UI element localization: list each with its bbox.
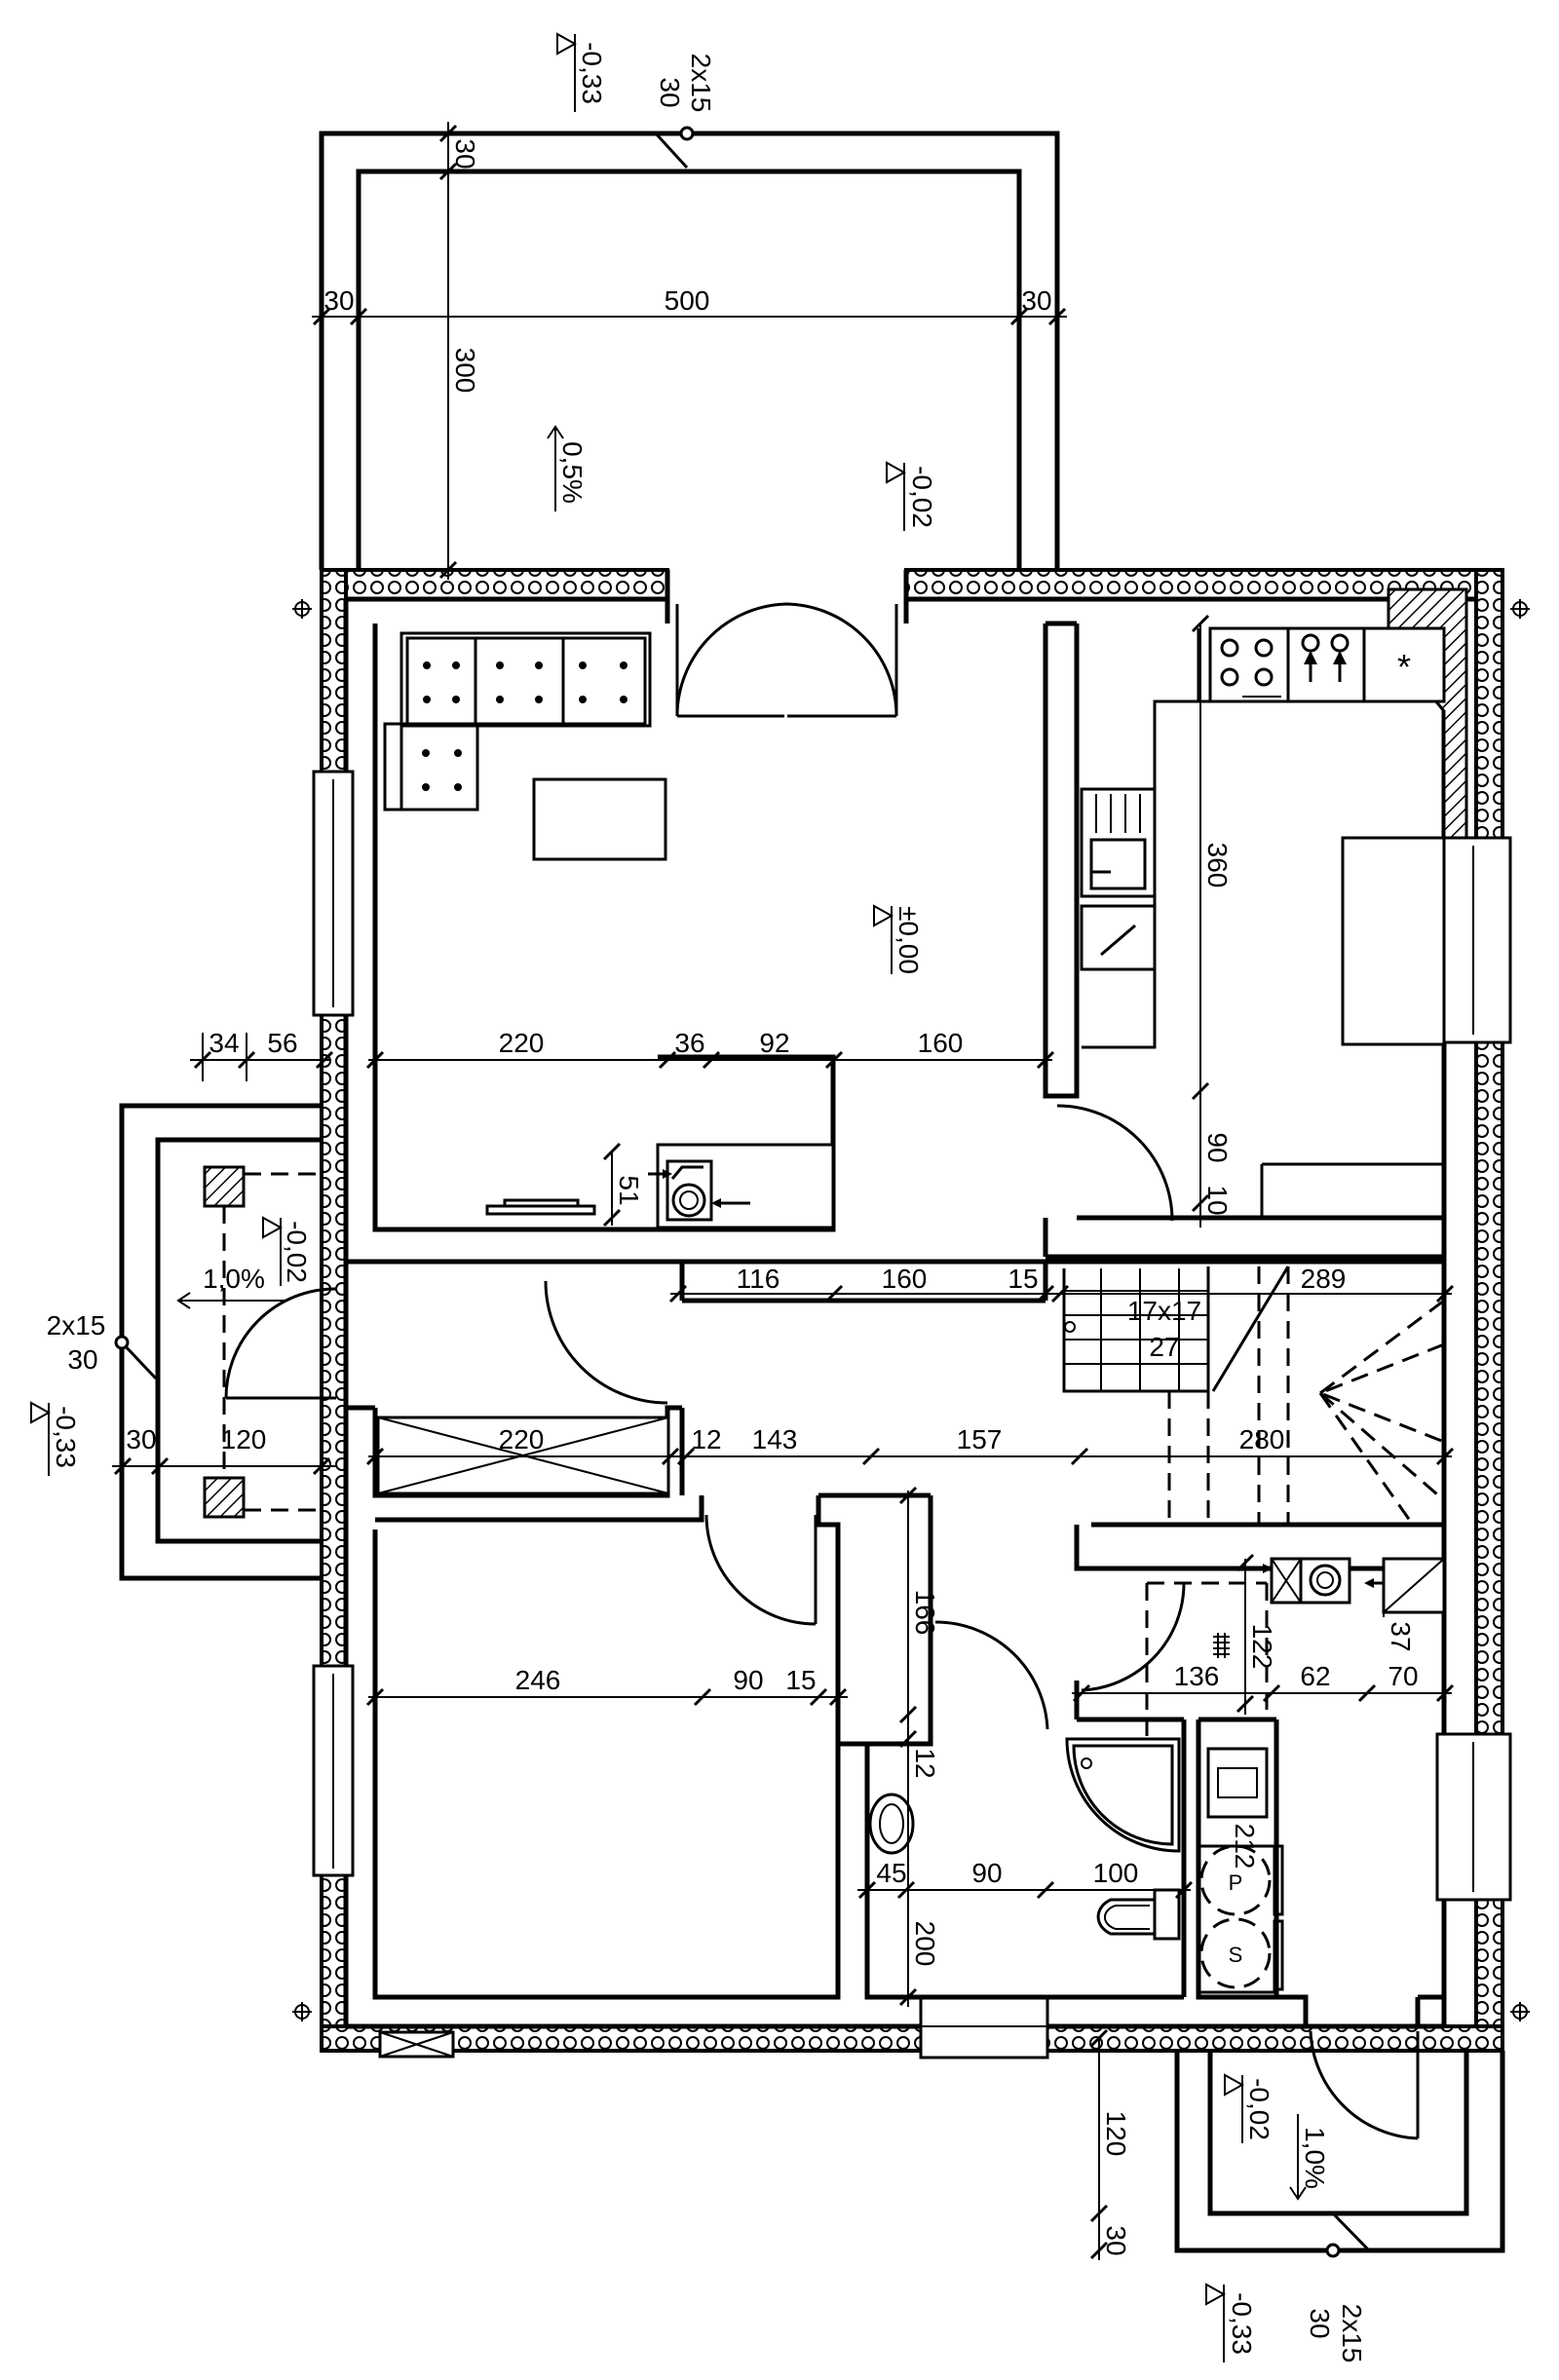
dim-corr-1: 220 (499, 1424, 545, 1454)
dim-bath-h3: 200 (910, 1921, 940, 1967)
dim-corr-3: 143 (752, 1424, 798, 1454)
dim-hall-2: 160 (882, 1264, 928, 1294)
dim-terrace-left: 30 (323, 285, 354, 316)
stairs (1062, 1266, 1445, 1526)
dim-bath-2: 90 (971, 1858, 1002, 1888)
dim-living-1: 220 (499, 1028, 545, 1058)
sink (1080, 787, 1157, 898)
dim-living-3: 92 (759, 1028, 789, 1058)
labels: 30 500 30 300 30 220 36 92 160 34 56 360… (47, 42, 1419, 2362)
bathroom: P S (868, 1557, 1446, 1994)
rear-porch (1174, 2051, 1505, 2258)
level-ground-floor: ±0,00 (894, 906, 924, 974)
steps-bottom-size: 2x15 (1337, 2304, 1367, 2363)
level-markers (30, 32, 1245, 2362)
fridge-mark: * (1397, 647, 1411, 687)
terrace (319, 126, 1060, 570)
kitchen: * (1080, 626, 1446, 1218)
dim-terrace-depth: 300 (450, 348, 480, 394)
slope-entrance: 1,0% (203, 1264, 265, 1294)
washer-mark: P (1229, 1870, 1243, 1895)
dim-bed-2: 90 (733, 1665, 763, 1695)
dim-boiler-v1: 122 (1247, 1624, 1277, 1670)
dim-terrace-wall: 30 (450, 138, 480, 169)
dim-rear-1: 120 (1101, 2111, 1131, 2157)
coffee-table (532, 777, 667, 861)
dim-entrance-2: 120 (221, 1424, 267, 1454)
cooktop (1208, 626, 1290, 703)
steps-bottom-depth: 30 (1305, 2308, 1335, 2338)
dim-terrace-mid: 500 (665, 285, 710, 316)
wc-bowl (1096, 1898, 1157, 1936)
washer (665, 1159, 713, 1222)
steps-left-size: 2x15 (47, 1310, 106, 1341)
slope-rear: 1,0% (1300, 2127, 1330, 2189)
dim-boiler-2: 62 (1300, 1661, 1330, 1691)
dim-boiler-1: 136 (1174, 1661, 1220, 1691)
pillar-1 (203, 1165, 246, 1208)
dim-bed-3: 15 (785, 1665, 816, 1695)
dim-utility-v: 212 (1230, 1824, 1260, 1870)
level-terrace-top: -0,33 (577, 42, 607, 104)
dim-corr-5: 280 (1239, 1424, 1285, 1454)
slope-terrace: 0,5% (557, 441, 588, 504)
stairs-step: 17x17 (1127, 1296, 1201, 1326)
dim-corr-2: 12 (691, 1424, 721, 1454)
dim-terrace-right: 30 (1021, 285, 1051, 316)
drain (1213, 1633, 1230, 1658)
steps-top-depth: 30 (655, 77, 685, 107)
dim-kitchen-depth: 360 (1202, 843, 1233, 888)
entrance-porch (114, 1103, 322, 1581)
dim-hall-3: 15 (1008, 1264, 1038, 1294)
dim-kitchen-90: 90 (1202, 1132, 1233, 1162)
sofa (383, 631, 652, 812)
dining-table (1341, 836, 1446, 1046)
dim-boiler-3: 70 (1388, 1661, 1418, 1691)
oven (1286, 626, 1366, 703)
dim-rear-2: 30 (1101, 2225, 1131, 2255)
level-entrance-porch: -0,02 (282, 1221, 312, 1283)
level-entrance-left: -0,33 (51, 1406, 81, 1468)
dim-left-ext-1: 34 (209, 1028, 239, 1058)
steps-left-depth: 30 (67, 1344, 97, 1375)
dim-bath-h1: 166 (910, 1590, 940, 1636)
dim-boiler-v2: 37 (1386, 1621, 1416, 1651)
wc-tank (1153, 1888, 1181, 1941)
dryer-mark: S (1229, 1943, 1243, 1967)
dim-washer-niche: 51 (614, 1175, 644, 1205)
step-mark-top (654, 132, 689, 170)
dim-bath-1: 45 (876, 1858, 906, 1888)
dim-bath-h2: 12 (910, 1748, 940, 1778)
level-rear-bottom: -0,33 (1227, 2292, 1257, 2355)
doors[interactable] (224, 602, 1420, 2140)
dim-bath-3: 100 (1093, 1858, 1139, 1888)
washbasin (868, 1793, 915, 1855)
level-rear-porch: -0,02 (1244, 2078, 1274, 2140)
dim-entrance-1: 30 (126, 1424, 156, 1454)
shower (1065, 1737, 1181, 1853)
stairs-count: 27 (1149, 1332, 1179, 1362)
dim-hall-1: 116 (737, 1264, 780, 1294)
sofa-dots (422, 661, 627, 791)
pillar-2 (203, 1476, 246, 1519)
dimension-lines (112, 122, 1455, 2260)
dishwasher (1080, 904, 1157, 971)
flue-hatch (1387, 587, 1468, 840)
dim-bed-1: 246 (515, 1665, 561, 1695)
level-terrace-floor: -0,02 (907, 466, 937, 528)
dim-corr-4: 157 (957, 1424, 1003, 1454)
dim-living-4: 160 (918, 1028, 964, 1058)
slope-markers (176, 425, 1307, 2201)
steps-top-size: 2x15 (686, 54, 716, 113)
windows (312, 770, 1512, 2059)
dim-kitchen-10: 10 (1202, 1185, 1233, 1215)
dim-hall-4: 289 (1301, 1264, 1347, 1294)
dim-left-ext-2: 56 (267, 1028, 297, 1058)
dim-living-2: 36 (674, 1028, 704, 1058)
axis-markers (292, 599, 1530, 2021)
